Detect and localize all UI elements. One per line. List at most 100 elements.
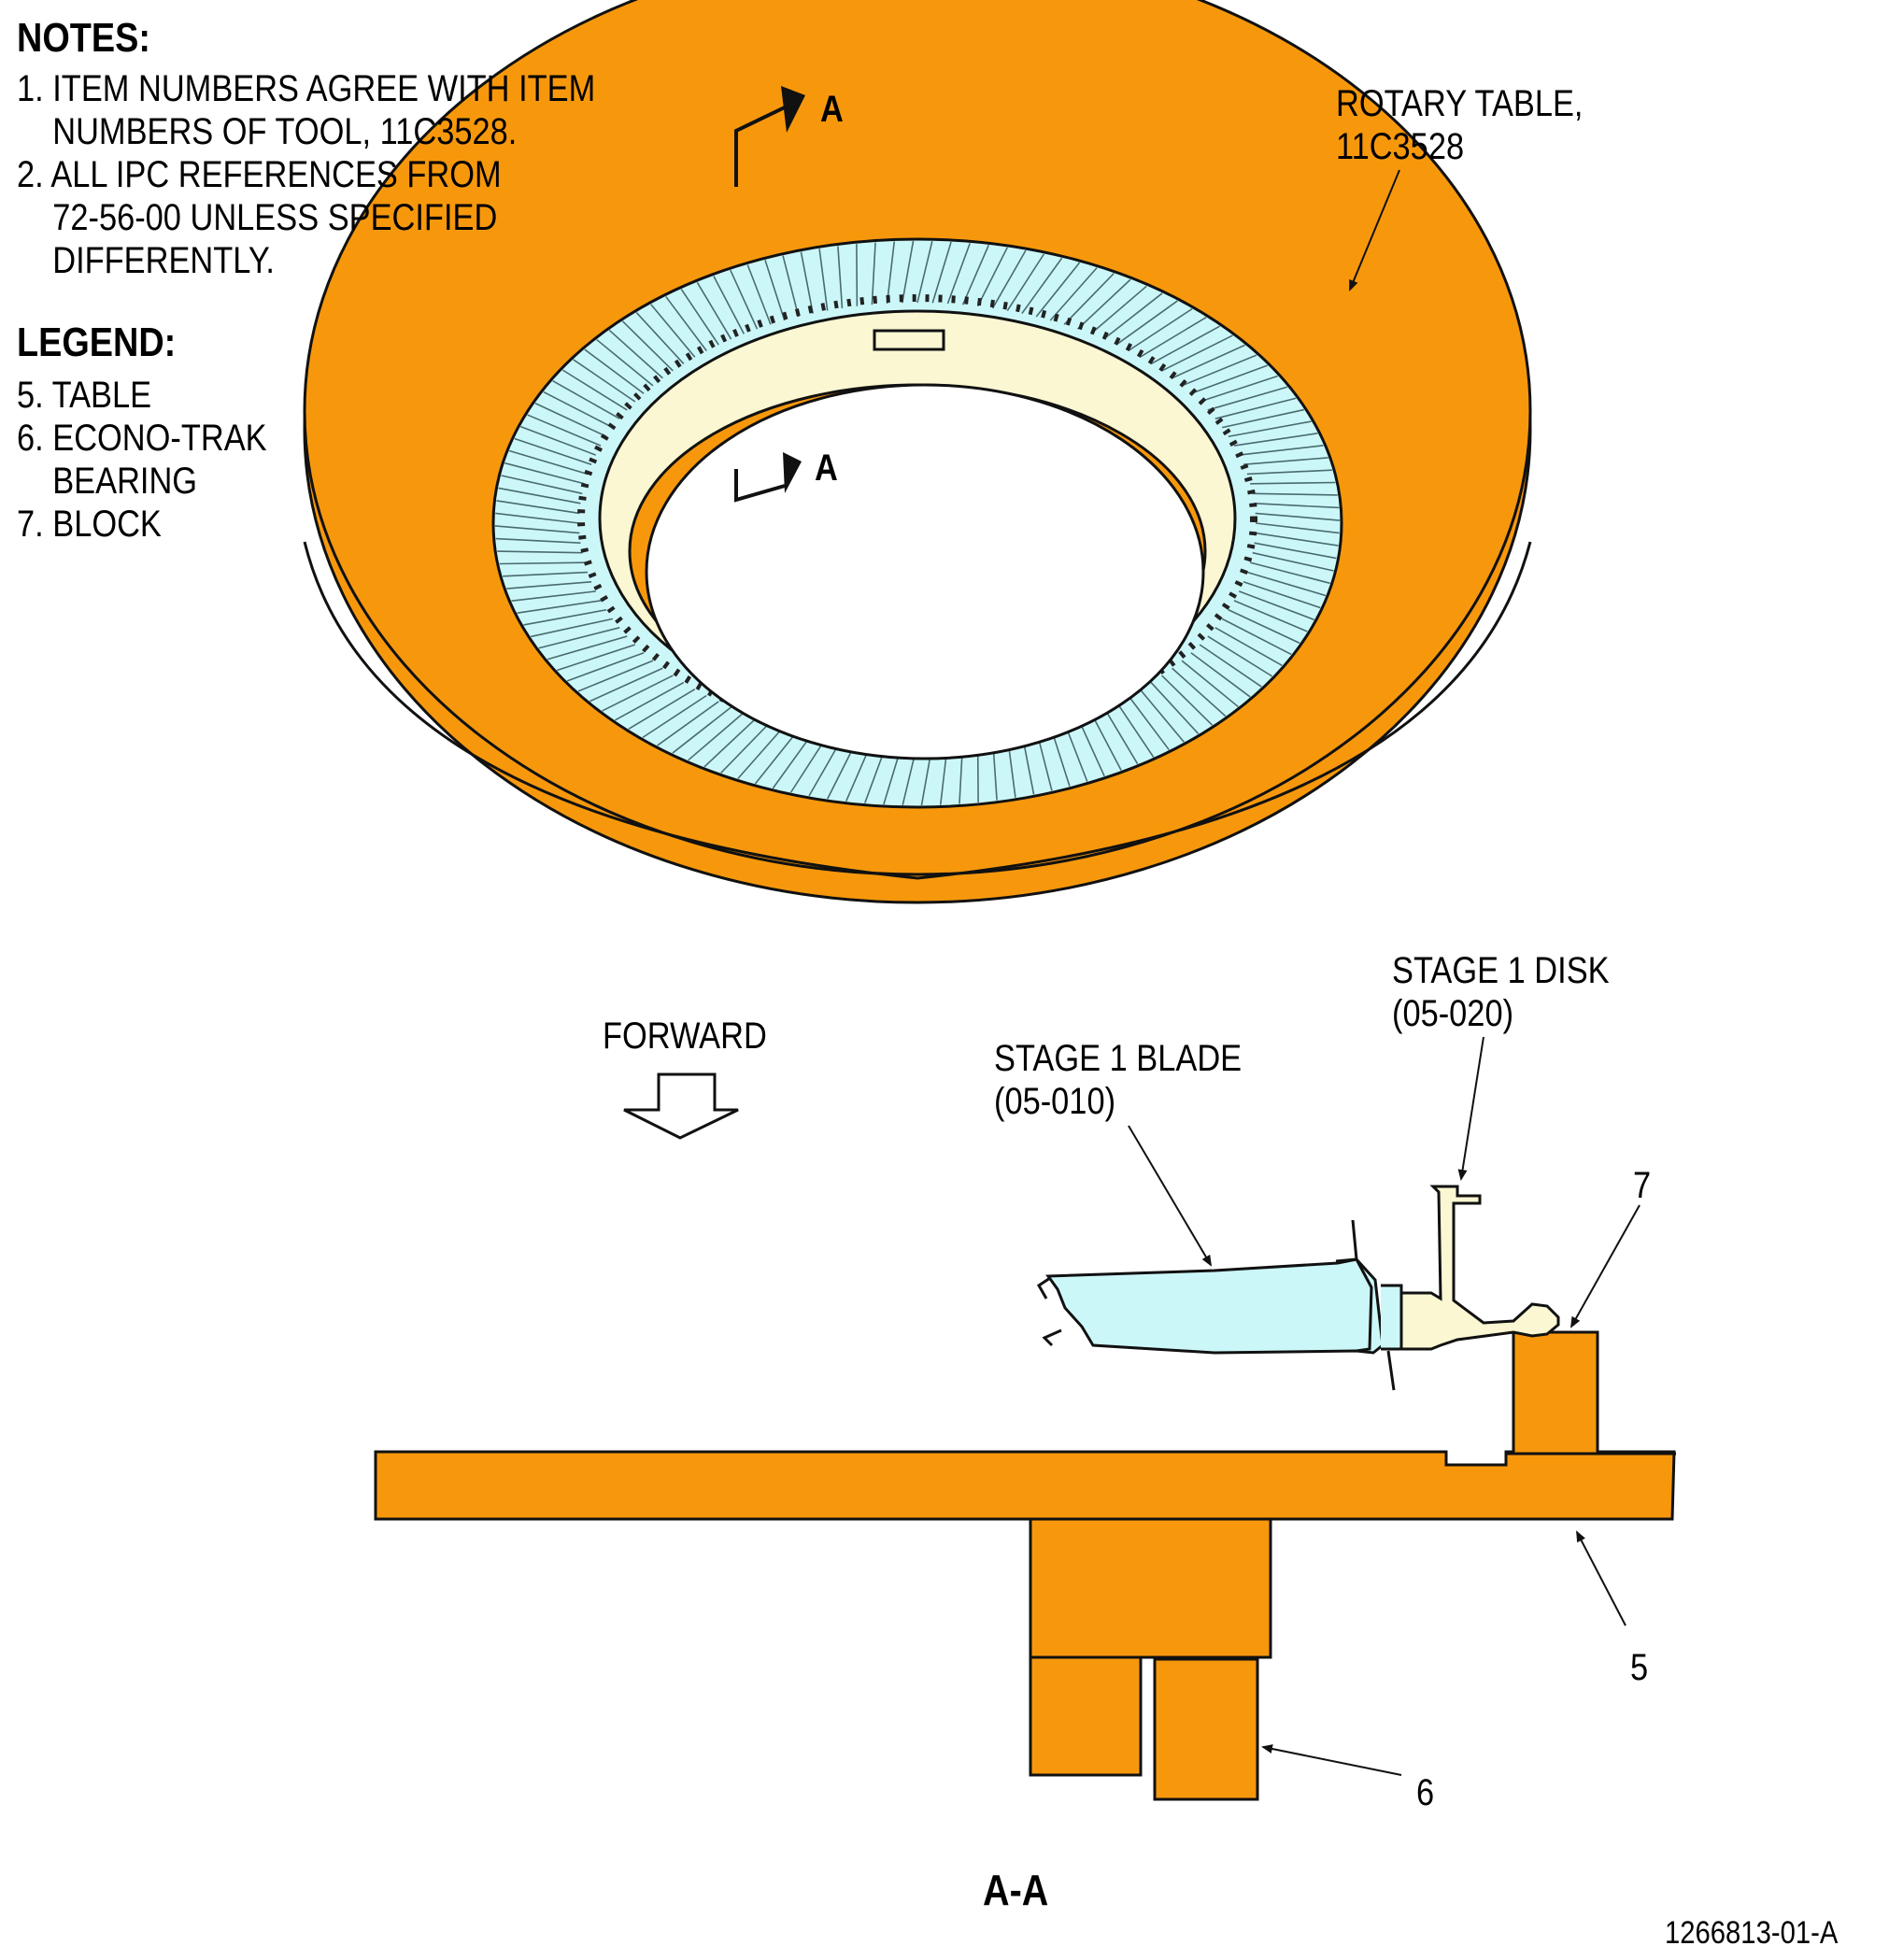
notes-line-4: 72-56-00 UNLESS SPECIFIED (17, 197, 498, 238)
section-a-a-view (374, 1036, 1676, 1801)
blade-tick (534, 402, 607, 437)
section-title: A-A (983, 1866, 1049, 1914)
forward-arrow (623, 1072, 739, 1140)
blade-tick (901, 240, 915, 304)
blade-tick (566, 651, 645, 682)
blade-tick (1172, 344, 1245, 379)
blade-tick (976, 247, 1008, 307)
blade-tick (730, 269, 759, 330)
section-marker-bottom: A (815, 447, 838, 489)
blade-tick (1150, 325, 1220, 365)
legend-line-2: 6. ECONO-TRAK (17, 418, 267, 459)
blade-tick (1246, 469, 1332, 476)
blade-tick (931, 241, 952, 304)
blade-tick (494, 525, 580, 534)
blade-tick (504, 462, 586, 485)
blade-tick (961, 245, 990, 305)
blade-tick (746, 264, 772, 325)
blade-tick (577, 660, 654, 692)
blade-tick (1076, 278, 1131, 330)
stage1-blade-label-2: (05-010) (994, 1081, 1116, 1122)
blade-tick (1049, 267, 1098, 321)
blade-tick (1139, 316, 1207, 358)
legend-line-4: 7. BLOCK (17, 504, 162, 545)
blade-tick (589, 667, 663, 703)
blade-tick (1190, 652, 1251, 698)
blade-tick (1172, 667, 1227, 717)
blade-tick (1238, 590, 1315, 621)
bearing-lower-left (1029, 1655, 1143, 1777)
blade-tick (1221, 618, 1292, 656)
blade-ring-blades (494, 240, 1341, 806)
item7-label: 7 (1633, 1165, 1652, 1206)
leader-stage1-disk (1457, 1036, 1484, 1181)
item6-label: 6 (1416, 1772, 1435, 1813)
blade-tick (1243, 581, 1321, 609)
blade-tick (782, 255, 800, 318)
blade-tick (680, 289, 719, 346)
blade-tick (1233, 600, 1308, 632)
notes-heading: NOTES: (17, 15, 150, 61)
figure-id: 1266813-01-A (1665, 1915, 1839, 1951)
leader-item6 (1261, 1744, 1402, 1776)
blade-tick (1139, 689, 1185, 743)
item5-label: 5 (1630, 1647, 1649, 1688)
section-line-top (734, 103, 791, 187)
blade-tick (1254, 503, 1340, 509)
blade-tick (508, 449, 589, 476)
blade-tick (1102, 292, 1163, 340)
blade-tick (1128, 695, 1170, 751)
blade-tick (495, 512, 580, 524)
notes-line-2: NUMBERS OF TOOL, 11C3528. (17, 111, 518, 152)
legend-heading: LEGEND: (17, 320, 177, 365)
blade-tick (1250, 481, 1336, 485)
blade-tick (543, 391, 614, 429)
section-line-bottom (734, 469, 786, 503)
rotary-table-rim-line (303, 541, 1532, 880)
section-marker-top: A (820, 89, 844, 130)
forward-label: FORWARD (603, 1016, 767, 1057)
blade-tick (497, 550, 583, 554)
blade-tick (1006, 253, 1045, 311)
blade-tick (754, 729, 800, 785)
blade-tick (1255, 522, 1340, 534)
blade-tick (1255, 532, 1339, 547)
blade-tick (1090, 285, 1147, 335)
blade-tick (1181, 354, 1257, 387)
blade-tick (628, 689, 696, 731)
blade-tick (561, 369, 628, 411)
blade-tick (650, 304, 696, 358)
blade-tick (886, 241, 896, 305)
blade-tick (1243, 457, 1328, 466)
blade-tick (1233, 433, 1318, 447)
blade-tick (496, 500, 580, 515)
blade-tick (503, 571, 589, 577)
stage1-disk (1399, 1185, 1560, 1351)
stage1-blade-label-1: STAGE 1 BLADE (994, 1038, 1243, 1079)
block-tab (873, 329, 945, 351)
blade-tip-hook (1037, 1276, 1062, 1347)
blade-tick (530, 618, 614, 638)
blade-tick (1252, 551, 1334, 572)
blade-tick (1035, 262, 1081, 318)
blade-tick (703, 717, 759, 768)
blade-tick (635, 312, 685, 364)
blade-tick (1254, 542, 1337, 560)
blade-stalk-top (1351, 1219, 1358, 1260)
blade-tick (1239, 444, 1324, 456)
blade-tick (1199, 644, 1262, 688)
legend-line-1: 5. TABLE (17, 375, 152, 416)
blade-tick (506, 580, 592, 589)
blade-tick (1115, 701, 1155, 758)
blade-tick (1228, 609, 1300, 645)
blade-tick (642, 694, 707, 739)
blade-tick (818, 249, 829, 311)
blade-tick (713, 276, 746, 334)
blade-tick (1249, 561, 1330, 585)
blade-tick (1207, 635, 1273, 677)
section-arrow-bottom (783, 452, 802, 493)
blade-tick (1115, 300, 1178, 346)
blade-tick (764, 260, 786, 321)
blade-tick (1199, 375, 1278, 403)
blade-tick (871, 242, 876, 305)
